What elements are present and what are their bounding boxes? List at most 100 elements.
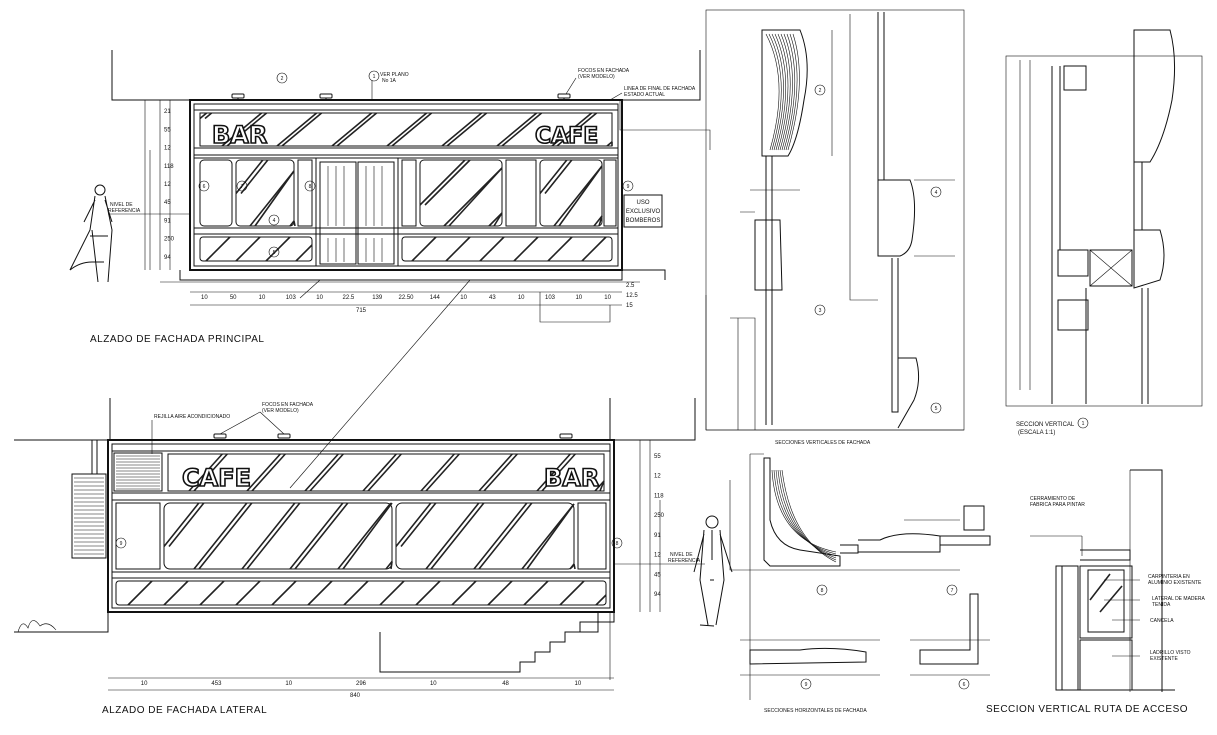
reference-bubble-label: 9	[805, 682, 808, 688]
reference-bubble	[622, 180, 634, 192]
dimension-label: 453	[211, 681, 222, 687]
note-uso: USO	[636, 200, 649, 206]
note-cancela: CANCELA	[1150, 618, 1174, 624]
vertical-section-1	[1005, 29, 1203, 407]
dimension-label: 12.5	[626, 293, 638, 299]
dimension-label: 12	[654, 553, 661, 559]
note-linea-2: ESTADO ACTUAL	[624, 92, 665, 98]
reference-bubble-label: 4	[273, 218, 276, 224]
dimension-label: 118	[654, 493, 664, 499]
dimension-label: 12	[654, 474, 661, 480]
reference-bubble-label: 9	[120, 541, 123, 547]
reference-bubble	[115, 537, 127, 549]
note-linea: LINEA DE FINAL DE FACHADA	[624, 86, 696, 92]
dimension-label: 250	[164, 237, 175, 243]
dimension-label: 12	[164, 146, 171, 152]
reference-bubble	[946, 584, 958, 596]
dimension-label: 55	[654, 454, 661, 460]
dimension-label: 10	[285, 681, 292, 687]
note-lateral-2: TENIDA	[1152, 602, 1171, 608]
dimension-label: 21	[164, 109, 171, 115]
reference-bubble	[198, 180, 210, 192]
title-access-route: SECCION VERTICAL RUTA DE ACCESO	[986, 704, 1188, 715]
dimension-label: 103	[286, 295, 297, 301]
title-vertical-section-1: SECCION VERTICAL	[1016, 422, 1075, 428]
note-bomberos: BOMBEROS	[626, 218, 661, 224]
reference-bubble	[930, 402, 942, 414]
reference-bubble-label: 4	[935, 190, 938, 196]
note-focos: FOCOS EN FACHADA	[578, 68, 630, 74]
note-ver-plano-2: No 1A	[382, 78, 397, 84]
reference-bubble	[814, 84, 826, 96]
dimension-label: 10	[575, 681, 582, 687]
dimension-label: 45	[654, 572, 661, 578]
reference-bubble-label: 5	[935, 406, 938, 412]
access-route-section	[1030, 469, 1175, 692]
reference-bubble	[611, 537, 623, 549]
dimension-label: 94	[654, 592, 661, 598]
dimension-label: 10	[316, 295, 323, 301]
dimension-label: 10	[201, 295, 208, 301]
reference-bubble-label: 6	[203, 184, 206, 190]
reference-bubble	[268, 246, 280, 258]
note-ladrillo-2: EXISTENTE	[1150, 656, 1178, 662]
dimension-label: 55	[164, 127, 171, 133]
dimension-label: 22.50	[398, 295, 414, 301]
reference-bubble	[816, 584, 828, 596]
horizontal-sections	[729, 453, 991, 700]
note-cerramiento-2: FABRICA PARA PINTAR	[1030, 502, 1085, 508]
dimension-label: 10	[430, 681, 437, 687]
note-cerramiento: CERRAMIENTO DE	[1030, 496, 1076, 502]
reference-bubble	[368, 70, 380, 82]
dimension-label: 43	[489, 295, 496, 301]
reference-bubble	[958, 678, 970, 690]
side-elevation: CAFE BAR REJILLA AIRE ACONDICIONADO FOCO…	[14, 279, 733, 691]
reference-bubble-label: 1	[373, 74, 376, 80]
reference-bubble-label: 8	[309, 184, 312, 190]
dimension-label: 144	[430, 295, 441, 301]
side-sign-cafe: CAFE	[182, 464, 251, 492]
reference-bubble	[930, 186, 942, 198]
front-sign-bar: BAR	[212, 121, 267, 149]
front-elevation: BAR CAFE VER PLANO No 1A FOCOS EN FACHAD…	[69, 50, 711, 323]
dimension-label: 118	[164, 164, 174, 170]
reference-bubble	[800, 678, 812, 690]
note-referencia-side: REFERENCIA	[668, 558, 701, 564]
note-focos-side: FOCOS EN FACHADA	[262, 402, 314, 408]
dimension-label: 10	[518, 295, 525, 301]
front-dimension-total: 715	[356, 308, 367, 314]
dimension-label: 15	[626, 303, 633, 309]
front-dimensions-right: 2.512.515	[626, 283, 638, 309]
reference-bubble-label: 6	[963, 682, 966, 688]
dimension-label: 10	[259, 295, 266, 301]
dimension-label: 103	[545, 295, 556, 301]
note-carpinteria: CARPINTERIA EN	[1148, 574, 1190, 580]
note-ver-plano: VER PLANO	[380, 72, 409, 78]
dimension-label: 139	[372, 295, 383, 301]
dimension-label: 10	[460, 295, 467, 301]
title-side-elevation: ALZADO DE FACHADA LATERAL	[102, 705, 267, 716]
reference-bubble	[814, 304, 826, 316]
dimension-label: 48	[502, 681, 509, 687]
note-referencia: REFERENCIA	[108, 208, 141, 214]
dimension-label: 94	[164, 255, 171, 261]
note-nivel-side: NIVEL DE	[670, 552, 693, 558]
reference-bubble-label: 2	[819, 88, 822, 94]
reference-bubble-label: 1	[1082, 421, 1085, 427]
note-lateral: LATERAL DE MADERA	[1152, 596, 1205, 602]
dimension-label: 10	[604, 295, 611, 301]
reference-bubble-label: 7	[241, 184, 244, 190]
reference-bubble-label: 8	[616, 541, 619, 547]
side-sign-bar: BAR	[544, 464, 599, 492]
dimension-label: 50	[230, 295, 237, 301]
front-sign-cafe: CAFE	[535, 124, 598, 149]
reference-bubble-label: 8	[821, 588, 824, 594]
side-dimension-total: 840	[350, 693, 361, 699]
dimension-label: 45	[164, 200, 171, 206]
dimension-label: 91	[164, 218, 171, 224]
dimension-label: 296	[356, 681, 367, 687]
